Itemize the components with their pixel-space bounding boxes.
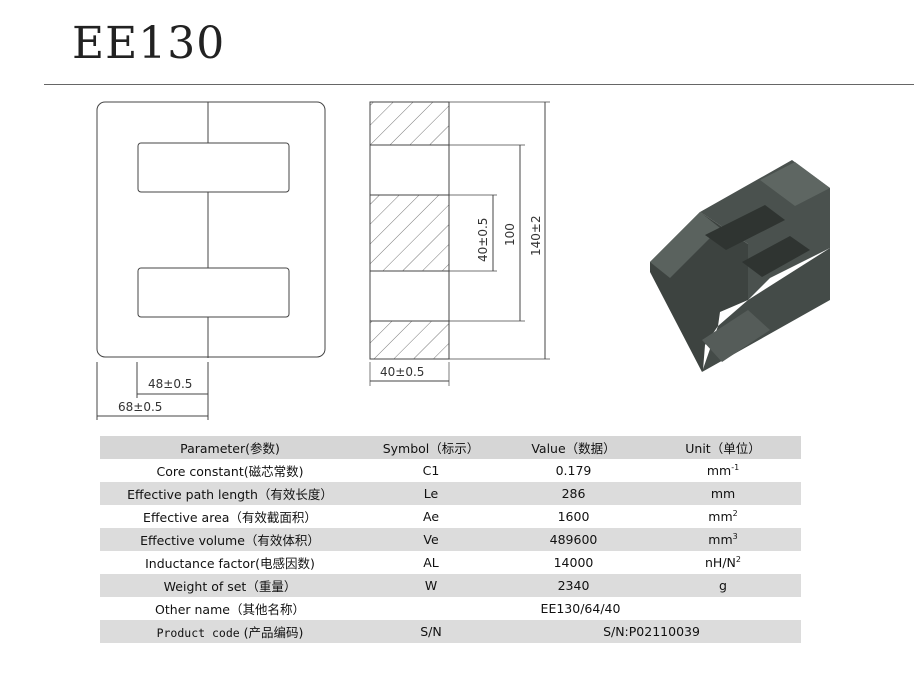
unit-cell: g: [645, 574, 801, 597]
param-cell: Inductance factor(电感因数): [100, 551, 360, 574]
product-code-value: S/N:P02110039: [502, 620, 801, 643]
param-cell: Weight of set（重量）: [100, 574, 360, 597]
table-header-row: Parameter(参数) Symbol（标示） Value（数据） Unit（…: [100, 436, 801, 459]
unit-cell: mm2: [645, 505, 801, 528]
unit-text: g: [719, 578, 727, 594]
title-divider: [44, 84, 914, 85]
symbol-cell: Ae: [360, 505, 502, 528]
table-row: Weight of set（重量） W 2340 g: [100, 574, 801, 597]
technical-drawings: 48±0.5 68±0.5 40±0.5 40±0.5 100 140±2: [96, 101, 830, 420]
spec-table: Parameter(参数) Symbol（标示） Value（数据） Unit（…: [100, 436, 801, 643]
value-cell: 14000: [502, 551, 645, 574]
value-cell: 2340: [502, 574, 645, 597]
table-row: Effective area（有效截面积） Ae 1600 mm2: [100, 505, 801, 528]
value-cell: 489600: [502, 528, 645, 551]
symbol-cell: Ve: [360, 528, 502, 551]
table-row: Core constant(磁芯常数) C1 0.179 mm-1: [100, 459, 801, 482]
table-row: Inductance factor(电感因数) AL 14000 nH/N2: [100, 551, 801, 574]
dim-center-width: 48±0.5: [148, 377, 192, 391]
unit-cell: nH/N2: [645, 551, 801, 574]
unit-text: mm: [708, 532, 733, 548]
param-cell: Effective volume（有效体积）: [100, 528, 360, 551]
table-row: Effective volume（有效体积） Ve 489600 mm3: [100, 528, 801, 551]
table-row: Effective path length（有效长度） Le 286 mm: [100, 482, 801, 505]
side-view-drawing: [369, 101, 550, 386]
unit-exponent: -1: [731, 462, 740, 472]
param-cell: Other name（其他名称）: [100, 597, 360, 620]
dim-thickness: 40±0.5: [380, 365, 424, 379]
table-row-other-name: Other name（其他名称） EE130/64/40: [100, 597, 801, 620]
unit-cell: mm-1: [645, 459, 801, 482]
header-parameter: Parameter(参数): [100, 436, 360, 459]
unit-text: mm: [706, 463, 732, 479]
value-cell: 286: [502, 482, 645, 505]
symbol-cell: Le: [360, 482, 502, 505]
unit-text: nH/N: [705, 555, 736, 571]
param-cell: Effective area（有效截面积）: [100, 505, 360, 528]
value-cell: 1600: [502, 505, 645, 528]
param-cell: Effective path length（有效长度）: [100, 482, 360, 505]
unit-exponent: 2: [735, 554, 741, 564]
product-code-label-cn: (产品编码): [243, 625, 304, 640]
param-cell: Core constant(磁芯常数): [100, 459, 360, 482]
header-value: Value（数据）: [502, 436, 645, 459]
unit-exponent: 3: [732, 531, 738, 541]
header-symbol: Symbol（标示）: [360, 436, 502, 459]
unit-exponent: 2: [732, 508, 738, 518]
dim-window-height: 100: [503, 223, 517, 246]
page-title: EE130: [72, 18, 226, 69]
symbol-cell: W: [360, 574, 502, 597]
unit-text: mm: [710, 486, 736, 502]
dim-overall-width: 68±0.5: [118, 400, 162, 414]
dim-center-leg: 40±0.5: [476, 218, 490, 262]
unit-cell: mm: [645, 482, 801, 505]
product-code-label: Product code: [156, 626, 240, 640]
param-cell: Product code (产品编码): [100, 620, 360, 643]
unit-text: mm: [708, 509, 733, 525]
dim-overall-height: 140±2: [529, 215, 543, 256]
symbol-cell: C1: [360, 459, 502, 482]
core-product-image: [650, 160, 830, 372]
other-name-value: EE130/64/40: [360, 597, 801, 620]
symbol-cell: S/N: [360, 620, 502, 643]
header-unit: Unit（单位）: [645, 436, 801, 459]
symbol-cell: AL: [360, 551, 502, 574]
unit-cell: mm3: [645, 528, 801, 551]
table-row-product-code: Product code (产品编码) S/N S/N:P02110039: [100, 620, 801, 643]
front-view-drawing: [96, 101, 326, 420]
value-cell: 0.179: [502, 459, 645, 482]
